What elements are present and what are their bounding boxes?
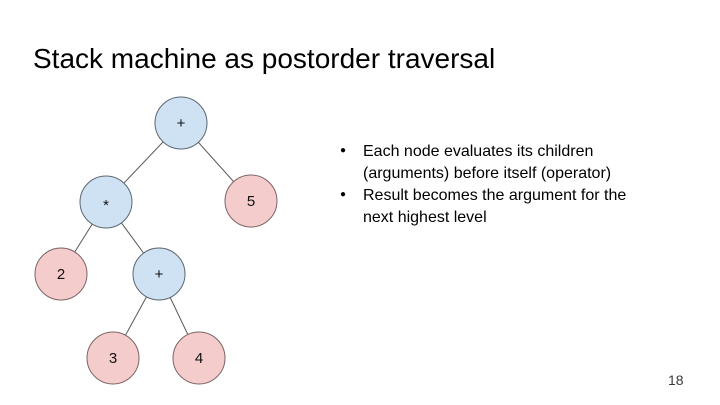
tree-node-label: 4 [195, 350, 203, 367]
bullet-text-line: (arguments) before itself (operator) [363, 165, 612, 182]
tree-node-label: 3 [109, 350, 117, 367]
tree-node-label: 5 [247, 193, 255, 210]
tree-node-star: * [79, 175, 133, 229]
tree-node-circle [86, 331, 140, 385]
bullet-item: ● Result becomes the argument for the ne… [335, 185, 720, 229]
tree-node-circle [224, 174, 278, 228]
tree-node-label: 2 [57, 266, 65, 283]
tree-node-label: + [177, 115, 186, 132]
bullet-icon: ● [340, 145, 347, 156]
tree-node-four: 4 [172, 331, 226, 385]
tree-nodes: + * 5 2 +3 4 [34, 96, 278, 385]
tree-edges [60, 122, 252, 359]
bullet-text-line: Each node evaluates its children [363, 143, 594, 160]
page-number: 18 [668, 372, 684, 388]
bullet-item: ● Each node evaluates its children (argu… [335, 141, 720, 185]
bullet-text-line: next highest level [363, 209, 487, 226]
bullet-text-line: Result becomes the argument for the [363, 187, 627, 204]
slide-title: Stack machine as postorder traversal [33, 43, 496, 74]
tree-node-three: 3 [86, 331, 140, 385]
tree-node-circle [132, 247, 186, 301]
bullet-list: ● Each node evaluates its children (argu… [335, 141, 720, 229]
tree-node-circle [172, 331, 226, 385]
tree-node-circle [154, 96, 208, 150]
tree-node-plus-lower: + [132, 247, 186, 301]
tree-node-circle [34, 247, 88, 301]
tree-node-five: 5 [224, 174, 278, 228]
tree-node-label: * [103, 197, 109, 214]
tree-node-two: 2 [34, 247, 88, 301]
bullet-icon: ● [340, 189, 347, 200]
tree-node-plus-root: + [154, 96, 208, 150]
tree-node-circle [79, 175, 133, 229]
tree-node-label: + [155, 266, 164, 283]
